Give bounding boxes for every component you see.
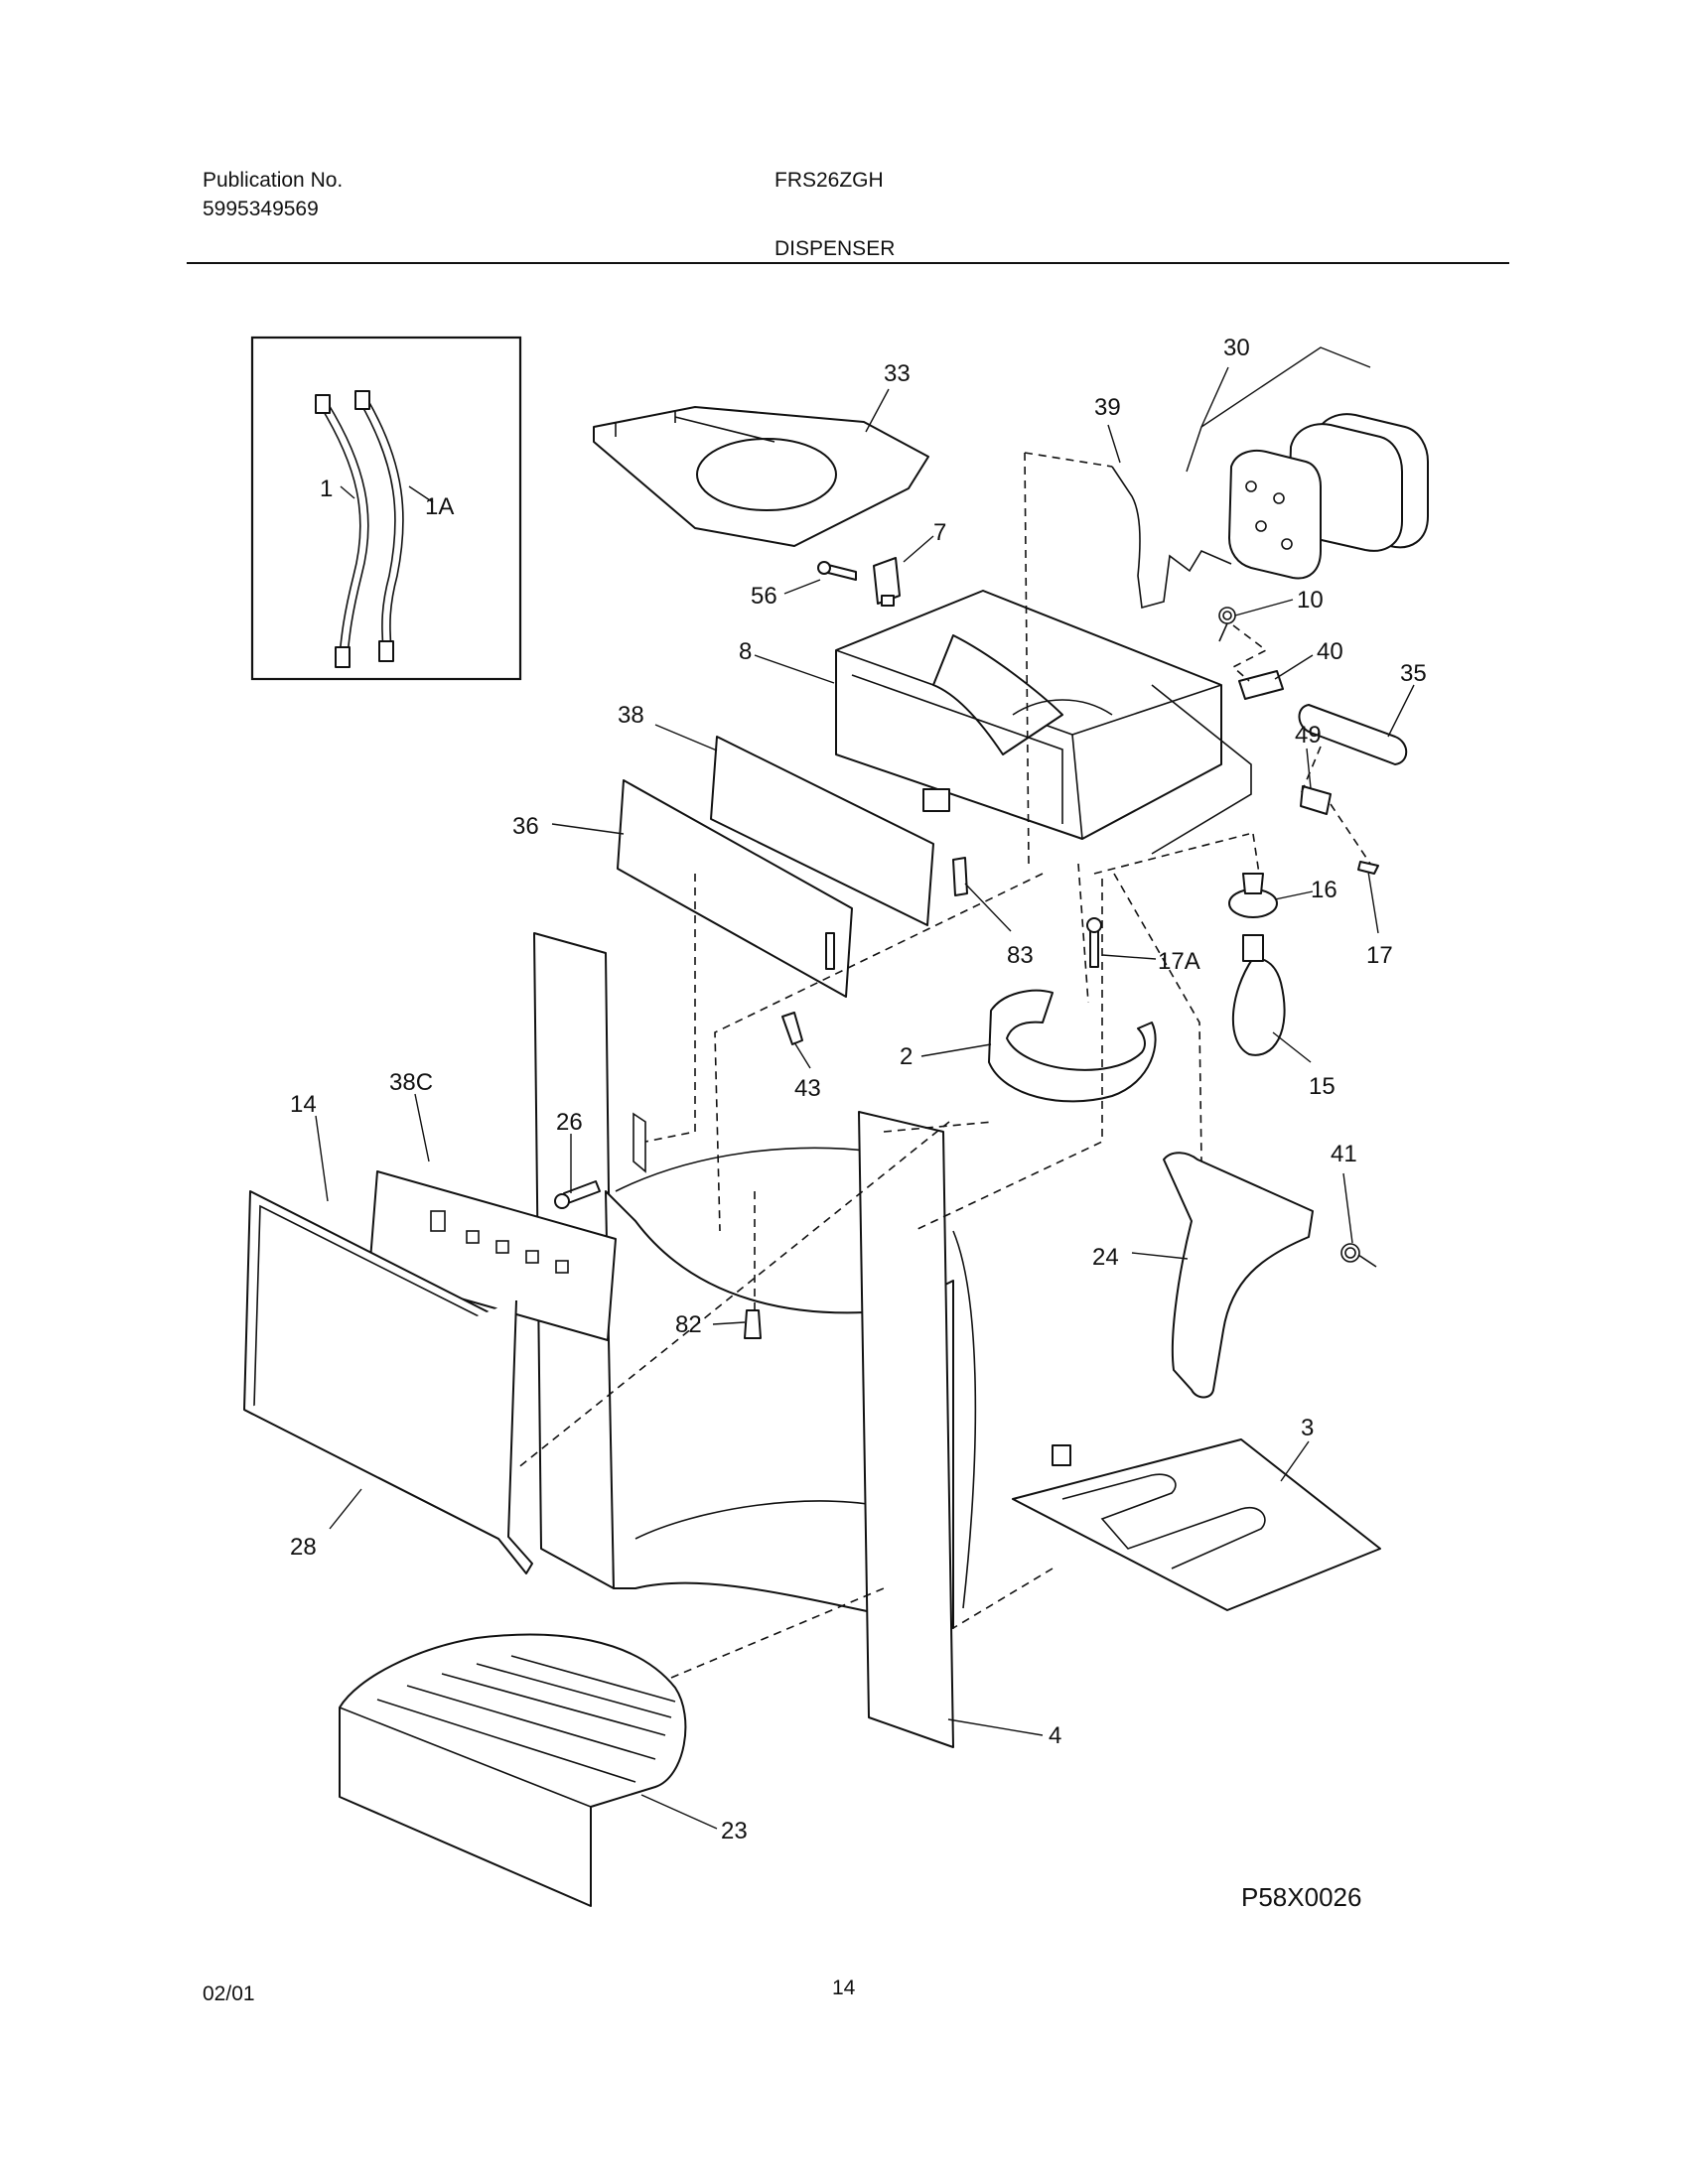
callout-35: 35 (1400, 660, 1427, 687)
callout-24: 24 (1092, 1244, 1119, 1271)
callout-16: 16 (1311, 877, 1337, 903)
callout-15: 15 (1309, 1073, 1336, 1100)
part-30-door (1186, 346, 1429, 580)
callout-3: 3 (1301, 1415, 1314, 1441)
part-83-clip (952, 857, 968, 896)
part-38-board (710, 736, 934, 926)
callout-33: 33 (884, 360, 911, 387)
part-35-socket (1298, 704, 1408, 765)
publication-label: Publication No. (203, 169, 344, 192)
dashed-assembly-lines (515, 452, 1371, 1679)
leader-lines (315, 366, 1415, 1830)
callout-83: 83 (1007, 942, 1034, 969)
part-23-tray (339, 1633, 687, 1907)
inset-box (250, 336, 522, 681)
part-3-heater (1012, 1438, 1381, 1611)
part-17a-screw (1086, 917, 1102, 968)
callout-7: 7 (933, 519, 946, 546)
part-15-bulb (1231, 934, 1286, 1056)
callout-23: 23 (721, 1818, 748, 1844)
header-rule (187, 262, 1509, 264)
callout-30: 30 (1223, 335, 1250, 361)
model-number: FRS26ZGH (774, 169, 884, 192)
publication-number: 5995349569 (203, 198, 319, 220)
part-39-wire-arm (1111, 466, 1232, 610)
callout-56: 56 (751, 583, 777, 610)
part-33-top-cover (593, 406, 929, 547)
part-16-socket (1228, 873, 1278, 918)
part-41-spring (1340, 1243, 1377, 1268)
footer-date: 02/01 (203, 1982, 255, 2005)
callout-4: 4 (1049, 1722, 1061, 1749)
callout-39: 39 (1094, 394, 1121, 421)
callout-82: 82 (675, 1311, 702, 1338)
part-17-screw (1357, 861, 1379, 875)
callout-14: 14 (290, 1091, 317, 1118)
callout-43: 43 (794, 1075, 821, 1102)
part-38c-board (368, 1170, 617, 1341)
part-10-spring (1218, 607, 1236, 642)
part-8-housing (835, 590, 1252, 855)
callout-1a: 1A (425, 493, 454, 520)
part-82-screw (744, 1309, 762, 1339)
callout-8: 8 (739, 638, 752, 665)
callout-10: 10 (1297, 587, 1324, 614)
callout-1: 1 (320, 476, 333, 502)
section-title: DISPENSER (774, 237, 896, 260)
callout-26: 26 (556, 1109, 583, 1136)
callout-17: 17 (1366, 942, 1393, 969)
callout-49: 49 (1295, 722, 1322, 749)
part-36-cover (617, 779, 853, 998)
part-26-screw (554, 1180, 601, 1209)
part-40-switch (1238, 670, 1284, 700)
callout-41: 41 (1331, 1141, 1357, 1167)
part-28-frame (243, 1299, 533, 1574)
part-2-chute (988, 989, 1157, 1103)
callout-38c: 38C (389, 1069, 433, 1096)
part-56-screw (817, 561, 857, 581)
part-24-lever (1163, 1152, 1314, 1399)
figure-code: P58X0026 (1241, 1882, 1361, 1912)
part-49-clip (1300, 785, 1332, 815)
part-7-bracket (873, 557, 901, 607)
callout-17a: 17A (1158, 948, 1200, 975)
part-43-screw (781, 1012, 803, 1045)
callout-2: 2 (900, 1043, 913, 1070)
callout-labels: 1 1A 33 30 39 7 56 10 8 40 35 38 49 36 1… (290, 335, 1427, 1844)
page-number: 14 (832, 1977, 856, 1999)
callout-38: 38 (618, 702, 644, 729)
callout-40: 40 (1317, 638, 1343, 665)
callout-28: 28 (290, 1534, 317, 1561)
callout-36: 36 (512, 813, 539, 840)
